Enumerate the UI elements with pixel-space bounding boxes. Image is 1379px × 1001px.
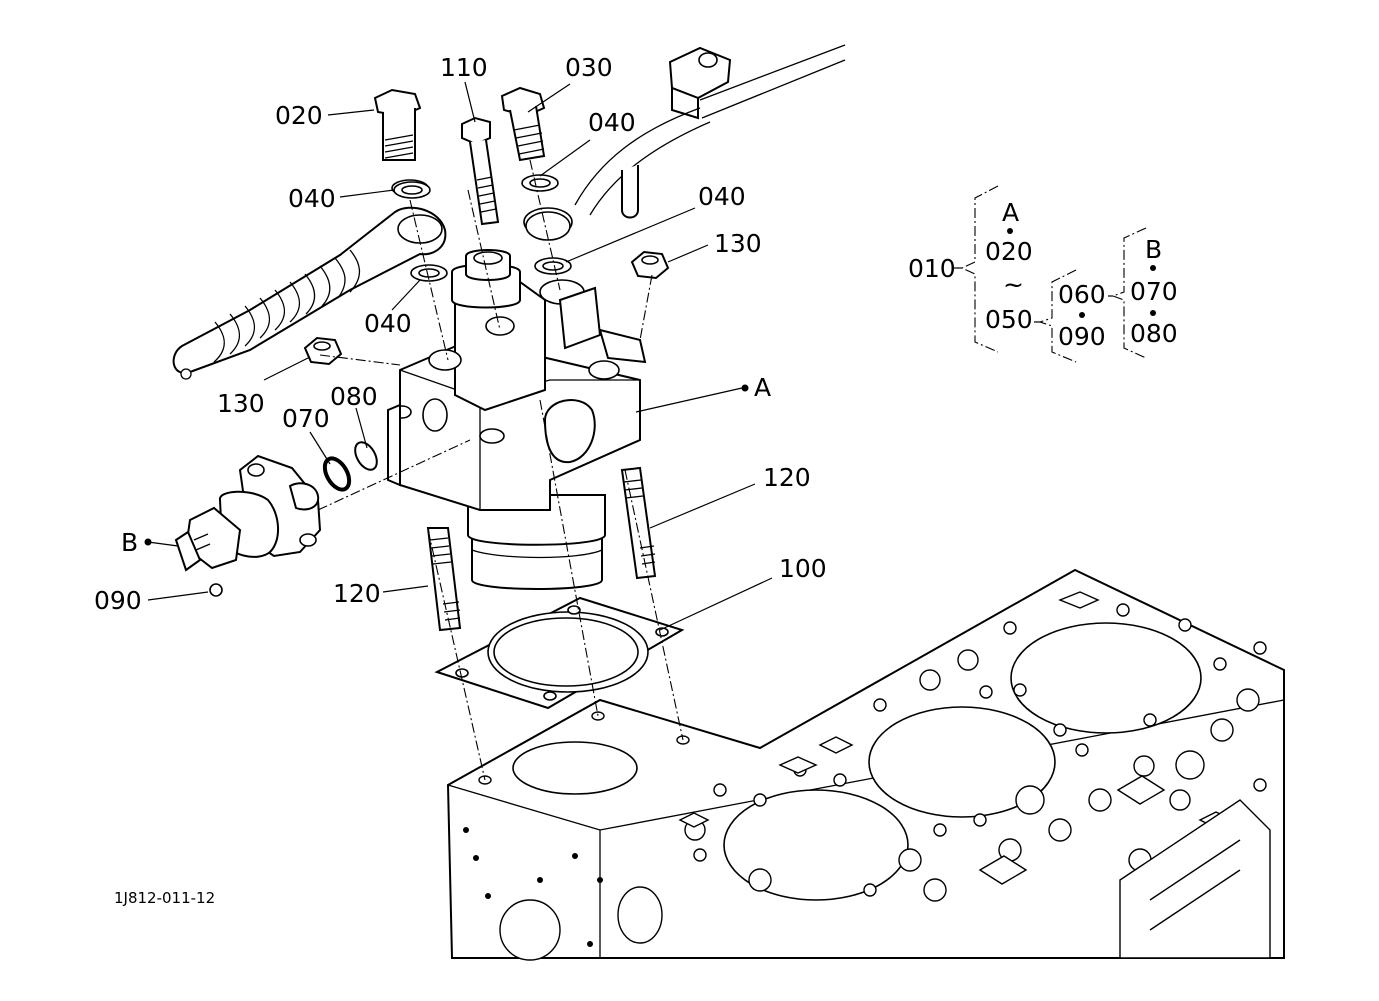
banjo-bolt-030	[500, 86, 571, 241]
callout-020: 020	[275, 101, 323, 130]
bolt-110	[461, 116, 500, 226]
legend-group-b: B	[1145, 235, 1162, 264]
callout-070: 070	[282, 404, 330, 433]
legend-root-010: 010	[908, 254, 956, 283]
assembly-legend: 010 A 020 ~ 050 060 090 B 070 080	[908, 185, 1178, 363]
callout-100: 100	[779, 554, 827, 583]
figure-code: 1J812-011-12	[114, 889, 215, 907]
callout-b: B	[121, 528, 138, 557]
callout-040-top: 040	[588, 108, 636, 137]
nut-130-group	[303, 250, 670, 366]
legend-a-020: 020	[985, 237, 1033, 266]
engine-block	[446, 568, 1285, 961]
callout-labels: 020 110 030 040 040 040 040 130 130 080 …	[94, 53, 827, 615]
callout-090: 090	[94, 586, 142, 615]
callout-040-right: 040	[698, 182, 746, 211]
washer-040-group	[393, 174, 572, 282]
legend-group-a: A	[1002, 198, 1019, 227]
banjo-bolt-020	[373, 88, 429, 197]
callout-040-left: 040	[288, 184, 336, 213]
callout-080: 080	[330, 382, 378, 411]
legend-sub-090: 090	[1058, 322, 1106, 351]
callout-120-left: 120	[333, 579, 381, 608]
pump-body	[387, 249, 647, 590]
callout-030: 030	[565, 53, 613, 82]
callout-130-right: 130	[714, 229, 762, 258]
leader-lines	[144, 81, 773, 631]
assembly-lines	[317, 159, 684, 781]
callout-120-right: 120	[763, 463, 811, 492]
callout-130-left: 130	[217, 389, 265, 418]
callout-110: 110	[440, 53, 488, 82]
legend-range-mark: ~	[1003, 270, 1024, 299]
o-ring-group	[322, 441, 378, 492]
legend-b-070: 070	[1130, 277, 1178, 306]
gasket-100	[434, 596, 685, 710]
legend-a-050: 050	[985, 305, 1033, 334]
callout-a: A	[754, 373, 771, 402]
hose-assembly	[172, 206, 447, 380]
legend-sub-060: 060	[1058, 280, 1106, 309]
legend-b-080: 080	[1130, 319, 1178, 348]
sensor-assembly-b	[174, 454, 322, 597]
callout-040-lower: 040	[364, 309, 412, 338]
